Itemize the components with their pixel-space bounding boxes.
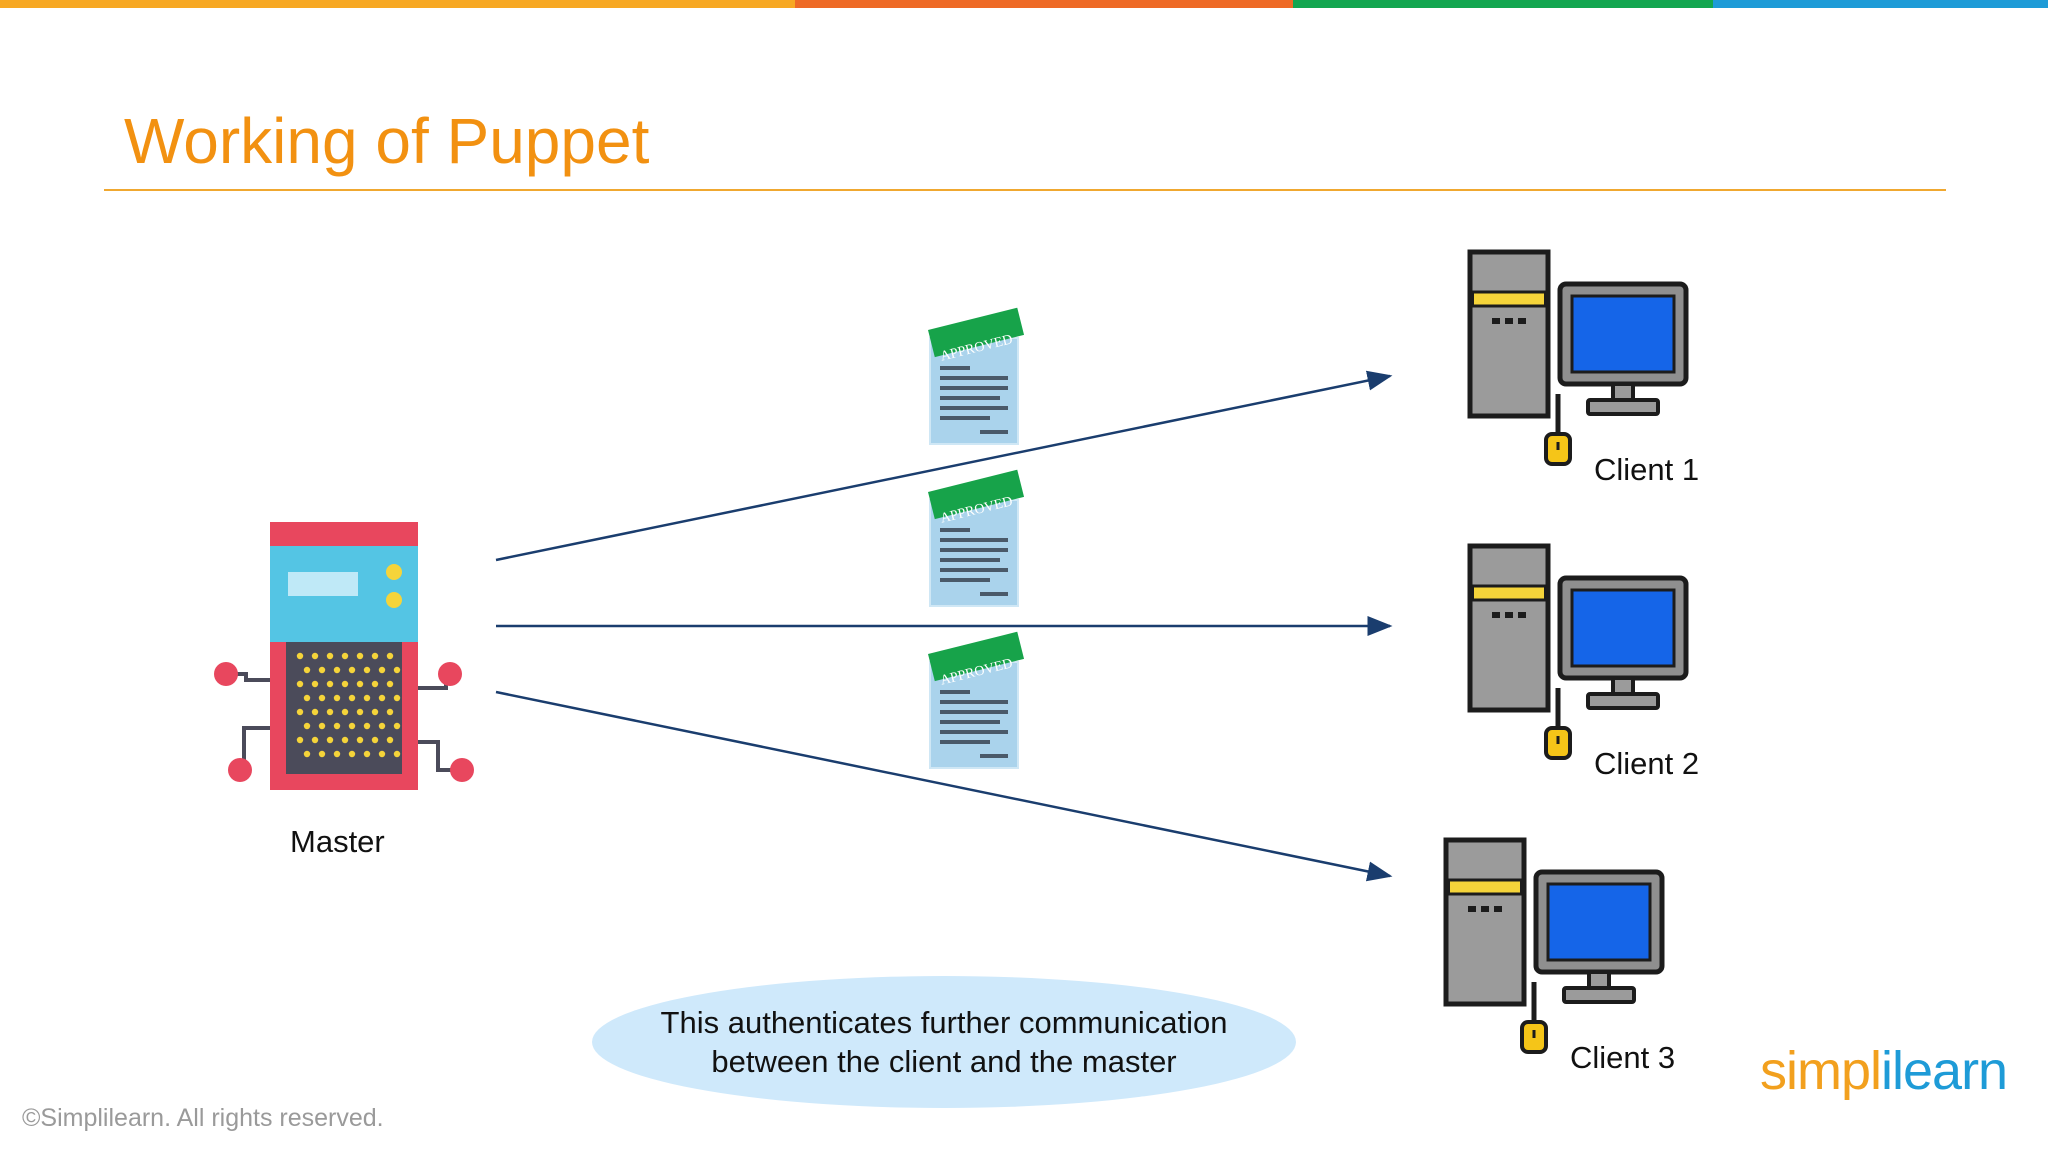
- master-vent-dot: [378, 666, 386, 674]
- master-vent-dot: [378, 722, 386, 730]
- master-vent-dot: [356, 652, 364, 660]
- master-vent-dot: [333, 722, 341, 730]
- master-vent-dot: [326, 652, 334, 660]
- master-vent-dot: [386, 708, 394, 716]
- master-vent-dot: [311, 652, 319, 660]
- master-vent-dot: [341, 652, 349, 660]
- master-server-icon: [214, 522, 474, 790]
- master-vent-dot: [318, 694, 326, 702]
- arrow-master-to-client-1: [495, 370, 1393, 562]
- client-computer-icon: [1470, 252, 1686, 464]
- copyright-footer: ©Simplilearn. All rights reserved.: [22, 1104, 384, 1132]
- master-vent-dot: [311, 708, 319, 716]
- client-2-label: Client 2: [1594, 746, 1700, 781]
- master-vent-dot: [333, 750, 341, 758]
- client-1-label: Client 1: [1594, 452, 1700, 487]
- master-vent-dot: [378, 750, 386, 758]
- master-vent-dot: [326, 708, 334, 716]
- master-vent-dot: [378, 694, 386, 702]
- approved-certificate-icon: [927, 468, 1026, 607]
- master-vent-dot: [341, 736, 349, 744]
- master-vent-dot: [311, 736, 319, 744]
- master-vent-dot: [363, 722, 371, 730]
- master-vent-dot: [371, 652, 379, 660]
- master-vent-dot: [356, 708, 364, 716]
- master-vent-dot: [341, 708, 349, 716]
- client-3-label: Client 3: [1570, 1040, 1676, 1075]
- master-vent-dot: [348, 750, 356, 758]
- master-vent-dot: [386, 652, 394, 660]
- master-vent-dot: [296, 736, 304, 744]
- master-vent-dot: [348, 694, 356, 702]
- master-vent-dot: [296, 680, 304, 688]
- master-vent-dot: [348, 722, 356, 730]
- master-vent-dot: [386, 680, 394, 688]
- note-bubble: This authenticates further communication…: [592, 976, 1296, 1108]
- master-vent-dot: [371, 680, 379, 688]
- master-vent-dot: [356, 736, 364, 744]
- master-vent-dot: [393, 722, 401, 730]
- master-vent-dot: [303, 750, 311, 758]
- topbar-green-segment: [1293, 0, 1713, 8]
- master-vent-dot: [348, 666, 356, 674]
- master-vent-dot: [363, 666, 371, 674]
- client-computer-icon: [1446, 840, 1662, 1052]
- master-vent-dot: [363, 750, 371, 758]
- topbar-red-segment: [795, 0, 1293, 8]
- master-vent-dot: [386, 736, 394, 744]
- master-vent-dot: [296, 652, 304, 660]
- master-vent-dot: [333, 666, 341, 674]
- master-vent-dot: [393, 666, 401, 674]
- title-underline: [104, 189, 1946, 191]
- master-vent-dot: [356, 680, 364, 688]
- simplilearn-logo: simplilearn: [1760, 1041, 2008, 1101]
- client-computer-icon: [1470, 546, 1686, 758]
- master-vent-dot: [303, 722, 311, 730]
- master-vent-dot: [303, 694, 311, 702]
- master-vent-dot: [303, 666, 311, 674]
- master-vent-dot: [318, 666, 326, 674]
- master-vent-dot: [341, 680, 349, 688]
- master-vent-dot: [311, 680, 319, 688]
- master-vent-dot: [393, 750, 401, 758]
- master-vent-dot: [333, 694, 341, 702]
- master-vent-dot: [318, 750, 326, 758]
- master-vent-dot: [393, 694, 401, 702]
- master-vent-dot: [296, 708, 304, 716]
- note-text: This authenticates further communication…: [660, 1005, 1228, 1079]
- master-vent-dot: [326, 736, 334, 744]
- slide-title: Working of Puppet: [124, 105, 650, 177]
- topbar-blue-segment: [1713, 0, 2048, 8]
- master-vent-dot: [371, 736, 379, 744]
- master-vent-dot: [326, 680, 334, 688]
- slide-top-color-bar: [0, 0, 2048, 8]
- master-vent-dot: [318, 722, 326, 730]
- master-vent-dot: [371, 708, 379, 716]
- arrow-master-to-client-3: [495, 690, 1393, 882]
- master-label: Master: [290, 824, 385, 859]
- approved-certificate-icon: [927, 630, 1026, 769]
- master-vent-dot: [363, 694, 371, 702]
- approved-certificate-icon: [927, 306, 1026, 445]
- topbar-orange-segment: [0, 0, 795, 8]
